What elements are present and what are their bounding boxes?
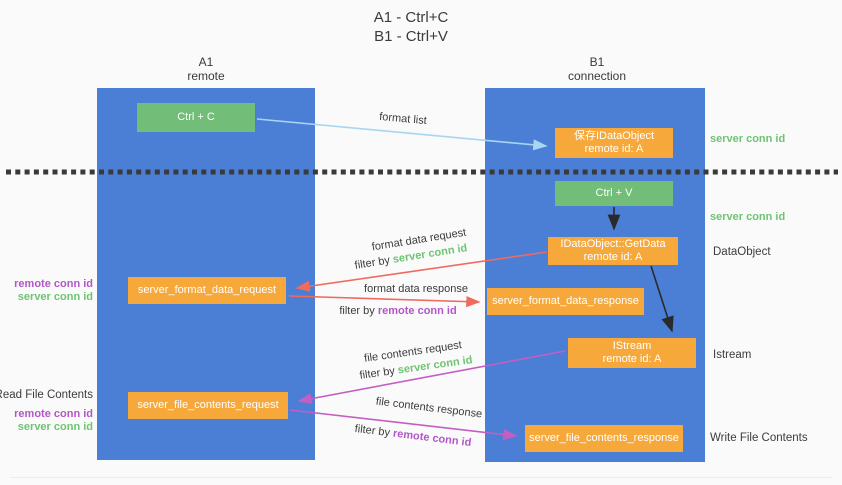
diagram-title-line2: B1 - Ctrl+V <box>374 28 448 45</box>
annotation-server-conn-id: server conn id <box>17 291 93 303</box>
lane-b1-id: B1 <box>589 55 605 69</box>
node-server-file-contents-response: server_file_contents_response <box>525 425 683 452</box>
node-server-format-data-response-label: server_format_data_response <box>492 295 639 307</box>
annotation-read-file-contents: Read File Contents <box>0 389 93 401</box>
edge-file-contents-response-arrow <box>289 409 518 441</box>
annotation-left-format-ids: remote conn id server conn id <box>14 278 93 304</box>
edge-label-filter-format-response: filter by remote conn id <box>339 305 456 317</box>
edge-format-data-response-arrow <box>288 295 481 308</box>
node-idataobject-getdata: IDataObject::GetData remote id: A <box>548 237 678 265</box>
node-ctrl-v: Ctrl + V <box>555 181 673 206</box>
lane-a1-header: A1 remote <box>187 55 224 83</box>
diagram-title: A1 - Ctrl+C B1 - Ctrl+V <box>374 8 449 46</box>
edge-label-format-data-response: format data response <box>364 283 468 295</box>
annotation-dataobject: DataObject <box>713 246 771 258</box>
node-ctrl-c: Ctrl + C <box>137 103 255 132</box>
lane-a1-id: A1 <box>198 55 214 69</box>
annotation-server-conn-id-mid: server conn id <box>710 211 786 223</box>
node-istream: IStream remote id: A <box>568 338 696 368</box>
node-server-format-data-request-label: server_format_data_request <box>137 284 277 296</box>
node-idataobject-getdata-line1: IDataObject::GetData <box>560 238 666 250</box>
annotation-server-conn-id-top: server conn id <box>710 133 786 145</box>
edge-file-contents-request-arrow <box>297 350 566 405</box>
node-save-idataobject-line1: 保存IDataObject <box>573 130 655 142</box>
lane-b1-header: B1 connection <box>568 55 626 83</box>
node-idataobject-getdata-line2: remote id: A <box>583 251 643 263</box>
filter-by-prefix: filter by <box>339 305 375 317</box>
edge-format-data-request-arrow <box>295 251 548 292</box>
lane-a1-role: remote <box>187 69 225 83</box>
bottom-divider-line <box>10 477 832 478</box>
annotation-write-file-contents: Write File Contents <box>710 432 808 444</box>
node-server-format-data-request: server_format_data_request <box>128 277 286 304</box>
annotation-istream: Istream <box>713 349 752 361</box>
annotation-remote-conn-id: remote conn id <box>14 408 93 420</box>
node-istream-line2: remote id: A <box>602 353 662 365</box>
node-server-file-contents-request: server_file_contents_request <box>128 392 288 419</box>
annotation-server-conn-id: server conn id <box>17 421 93 433</box>
node-server-format-data-response: server_format_data_response <box>487 288 644 315</box>
node-save-idataobject: 保存IDataObject remote id: A <box>555 128 673 158</box>
node-ctrl-v-label: Ctrl + V <box>595 187 633 199</box>
node-server-file-contents-request-label: server_file_contents_request <box>137 399 279 411</box>
edge-getdata-to-istream-arrow <box>650 265 674 333</box>
lane-b1-role: connection <box>567 69 627 83</box>
node-ctrl-c-label: Ctrl + C <box>177 111 215 123</box>
edge-format-list-arrow <box>256 118 548 151</box>
node-istream-line1: IStream <box>612 340 652 352</box>
annotation-read-file-contents-block: Read File Contents remote conn id server… <box>0 389 93 434</box>
node-save-idataobject-line2: remote id: A <box>584 143 644 155</box>
diagram-title-line1: A1 - Ctrl+C <box>373 9 449 26</box>
remote-conn-id-key: remote conn id <box>377 305 457 317</box>
node-server-file-contents-response-label: server_file_contents_response <box>529 432 679 444</box>
annotation-remote-conn-id: remote conn id <box>14 278 93 290</box>
